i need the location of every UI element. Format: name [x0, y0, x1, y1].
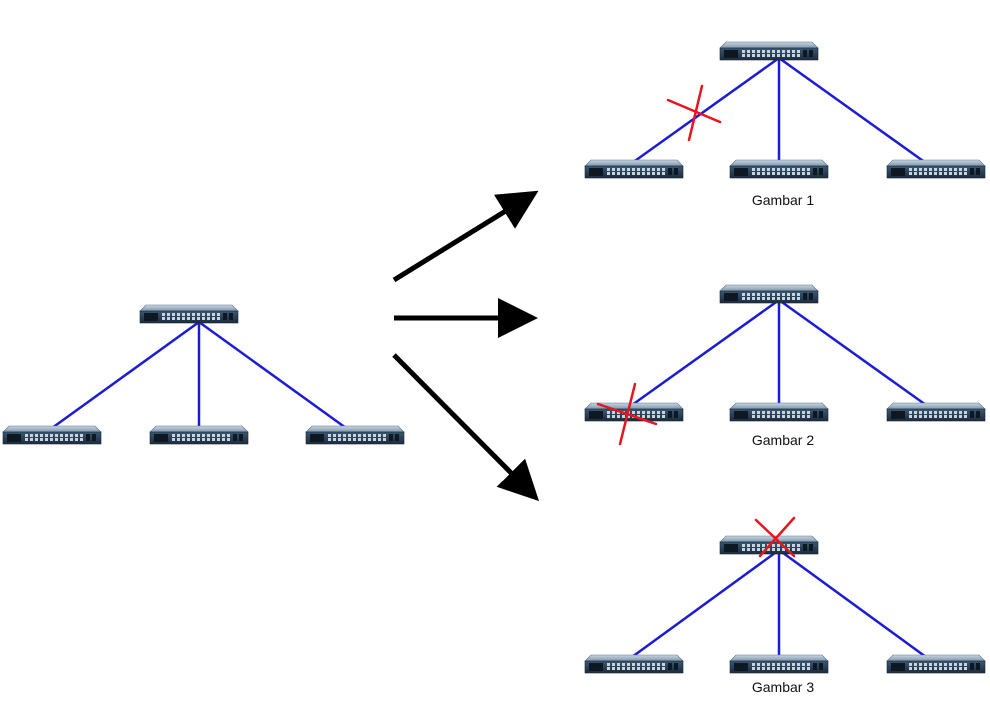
access-switch-icon	[729, 159, 829, 179]
figure-1	[584, 41, 986, 179]
x-mark-icon	[596, 382, 658, 446]
core-switch-icon	[719, 41, 819, 61]
access-switch-icon	[305, 425, 405, 445]
link	[631, 548, 780, 659]
figure-3	[584, 516, 986, 674]
access-switch-icon	[584, 654, 684, 674]
access-switch-icon	[886, 159, 986, 179]
core-switch-icon	[139, 304, 239, 324]
access-switch-icon	[729, 402, 829, 422]
access-switch-icon	[886, 402, 986, 422]
link	[778, 56, 927, 165]
figure-2-caption: Gambar 2	[751, 432, 815, 448]
x-mark-icon	[666, 84, 722, 142]
arrow-icon	[392, 353, 540, 502]
access-switch-icon	[729, 654, 829, 674]
link	[51, 320, 200, 430]
access-switch-icon	[149, 425, 249, 445]
link	[631, 298, 780, 407]
core-switch-icon	[719, 284, 819, 304]
access-switch-icon	[2, 425, 102, 445]
figure-2	[584, 284, 986, 446]
access-switch-icon	[886, 654, 986, 674]
figure-1-caption: Gambar 1	[751, 192, 815, 208]
arrow-icon	[392, 190, 539, 283]
topology-original	[2, 304, 405, 445]
arrows	[392, 190, 540, 502]
access-switch-icon	[584, 159, 684, 179]
links-original	[51, 320, 347, 430]
link	[778, 548, 927, 659]
link	[198, 320, 347, 430]
link	[631, 56, 780, 165]
x-mark-icon	[754, 516, 796, 558]
link	[778, 298, 927, 407]
figure-3-caption: Gambar 3	[751, 679, 815, 695]
